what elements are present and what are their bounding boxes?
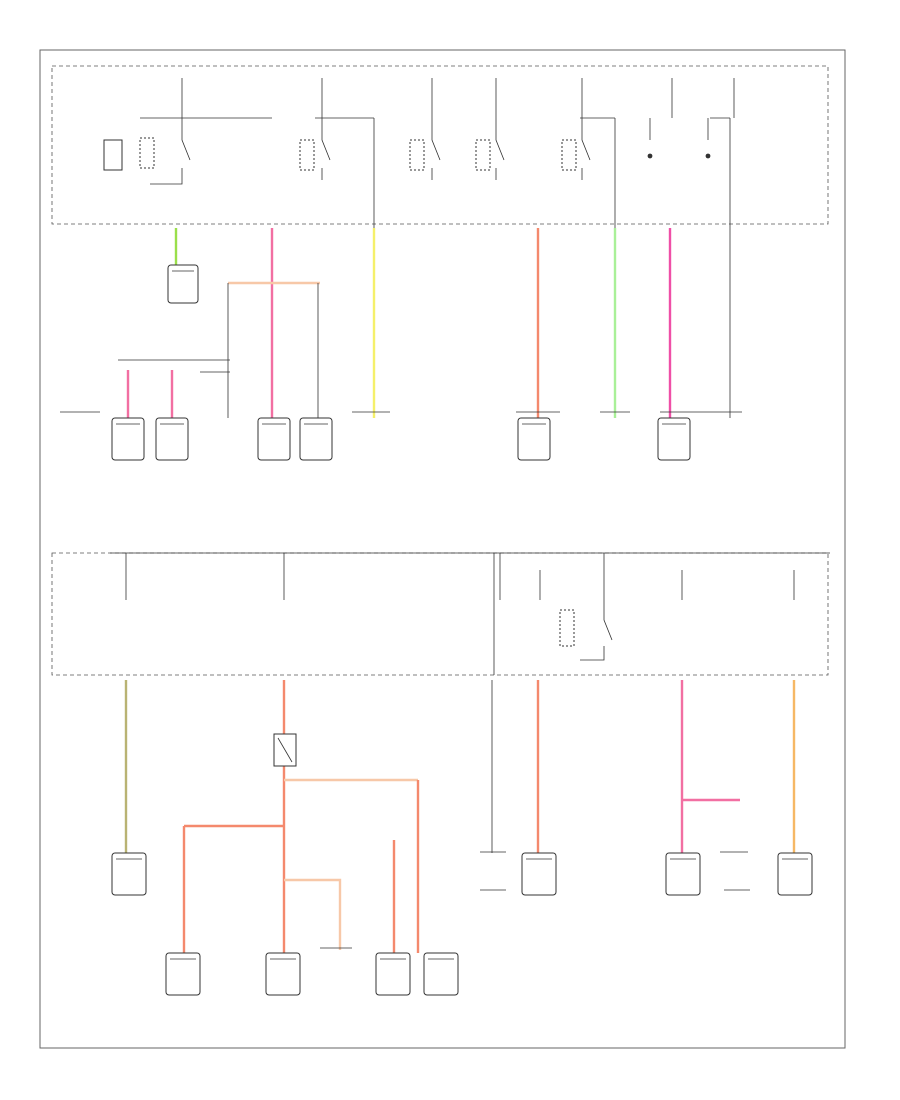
component-box xyxy=(265,952,301,996)
top-relays xyxy=(103,118,711,185)
component-box xyxy=(111,417,145,461)
bottom-fuse-box-boundary xyxy=(51,552,829,676)
wire-splice-top xyxy=(118,359,230,373)
component-c12 xyxy=(165,952,201,996)
resistor-symbol xyxy=(277,737,293,763)
bottom-fuses xyxy=(125,553,795,600)
component-box xyxy=(423,952,459,996)
component-c11 xyxy=(777,852,813,896)
components xyxy=(111,264,813,996)
component-c4 xyxy=(257,417,291,461)
component-c1 xyxy=(167,264,199,304)
component-c3 xyxy=(155,417,189,461)
wire-peach-branch-lower xyxy=(284,878,342,950)
top-fuse-box-boundary xyxy=(51,65,829,225)
component-box xyxy=(521,852,557,896)
component-box xyxy=(167,264,199,304)
component-c13 xyxy=(265,952,301,996)
component-box xyxy=(299,417,333,461)
diagram-frame xyxy=(39,49,846,1049)
component-box xyxy=(165,952,201,996)
component-box xyxy=(657,417,691,461)
top-fuses xyxy=(181,78,735,118)
bottom-relay-switch xyxy=(580,600,613,661)
component-c10 xyxy=(665,852,701,896)
component-c15 xyxy=(423,952,459,996)
component-box xyxy=(517,417,551,461)
component-c14 xyxy=(375,952,411,996)
component-c8 xyxy=(111,852,147,896)
component-c9 xyxy=(521,852,557,896)
bottom-relay xyxy=(559,609,575,647)
component-box xyxy=(375,952,411,996)
component-c6 xyxy=(517,417,551,461)
component-c2 xyxy=(111,417,145,461)
component-box xyxy=(111,852,147,896)
component-c7 xyxy=(657,417,691,461)
component-box xyxy=(257,417,291,461)
component-box xyxy=(155,417,189,461)
component-c5 xyxy=(299,417,333,461)
bottom-connectors xyxy=(320,851,750,949)
component-box xyxy=(777,852,813,896)
component-box xyxy=(665,852,701,896)
